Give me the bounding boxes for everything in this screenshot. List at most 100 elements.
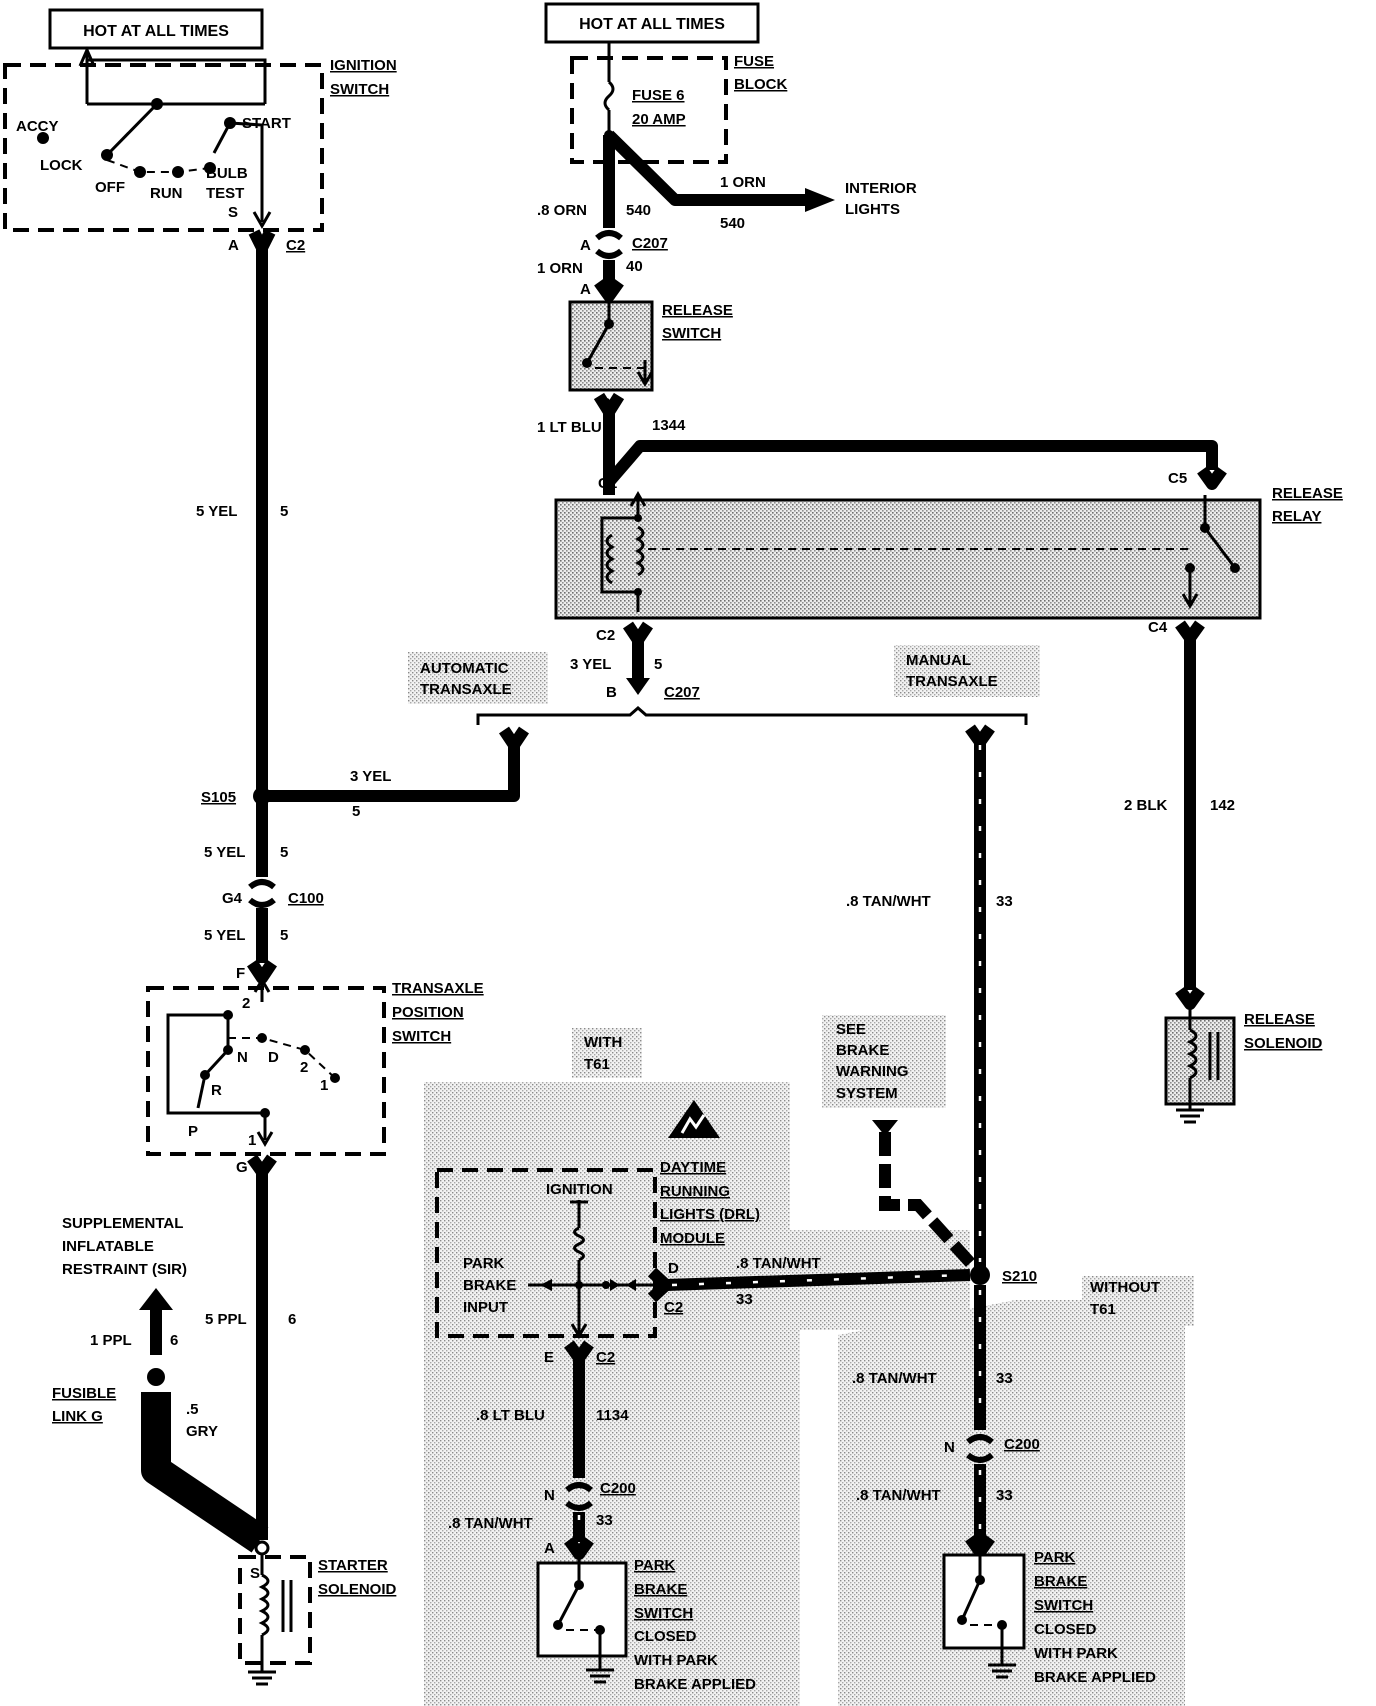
interior-lights-wire bbox=[604, 130, 810, 206]
lower-right-wire2-color: .8 TAN/WHT bbox=[856, 1487, 941, 1504]
yel5c-color: 5 YEL bbox=[204, 927, 245, 944]
svg-text:D: D bbox=[268, 1049, 279, 1066]
with-t61-2: T61 bbox=[584, 1056, 610, 1073]
c207-pin-a: A bbox=[580, 237, 591, 254]
lower-left-wire2-circuit: 33 bbox=[596, 1512, 613, 1529]
svg-text:2: 2 bbox=[300, 1059, 308, 1076]
svg-text:2: 2 bbox=[242, 995, 250, 1012]
lower-left-wire1-color: .8 LT BLU bbox=[476, 1407, 545, 1424]
svg-text:HOT AT ALL TIMES: HOT AT ALL TIMES bbox=[83, 23, 229, 40]
svg-text:DAYTIME: DAYTIME bbox=[660, 1159, 726, 1176]
drl-tanwht-stripe bbox=[671, 1273, 965, 1287]
svg-text:IGNITION: IGNITION bbox=[330, 57, 397, 74]
automatic-label-2: TRANSAXLE bbox=[420, 681, 512, 698]
svg-text:BRAKE: BRAKE bbox=[463, 1277, 516, 1294]
park-brake-switch-right: PARK BRAKE SWITCH CLOSED WITH PARK BRAKE… bbox=[942, 1549, 1156, 1686]
sir-wire-circuit: 6 bbox=[170, 1332, 178, 1349]
automatic-transaxle-bg bbox=[408, 652, 548, 704]
see-brake-warning-bg bbox=[822, 1015, 946, 1108]
yel3-wire bbox=[262, 740, 520, 802]
yel5-color: 5 YEL bbox=[196, 503, 237, 520]
drl-esd-icon bbox=[668, 1100, 720, 1138]
svg-text:PARK: PARK bbox=[463, 1255, 505, 1272]
c200-left-connector bbox=[565, 1482, 593, 1511]
c200-left-pin: N bbox=[544, 1487, 555, 1504]
manual-wire-color: .8 TAN/WHT bbox=[846, 893, 931, 910]
lower-left-wire1-circuit: 1134 bbox=[596, 1407, 629, 1424]
svg-text:RESTRAINT (SIR): RESTRAINT (SIR) bbox=[62, 1261, 187, 1278]
sir-wire-color: 1 PPL bbox=[90, 1332, 132, 1349]
lower-right-wire1-color: .8 TAN/WHT bbox=[852, 1370, 937, 1387]
s105-label: S105 bbox=[201, 789, 236, 806]
c207b-label: C207 bbox=[664, 684, 700, 701]
c207-wire-in-color: .8 ORN bbox=[537, 202, 587, 219]
manual-wire-circuit: 33 bbox=[996, 893, 1013, 910]
manual-label-1: MANUAL bbox=[906, 652, 971, 669]
svg-text:WITH PARK: WITH PARK bbox=[634, 1652, 718, 1669]
relay-yel-circuit: 5 bbox=[654, 656, 662, 673]
svg-text:SOLENOID: SOLENOID bbox=[318, 1581, 397, 1598]
c207-wire-out-color: 1 ORN bbox=[537, 260, 583, 277]
release-relay: RELEASE RELAY bbox=[554, 485, 1343, 620]
c200-right-connector bbox=[966, 1434, 994, 1463]
drl-wire-circuit: 33 bbox=[736, 1291, 753, 1308]
relay-yel-arrow bbox=[626, 678, 650, 695]
ignition-switch: ACCY LOCK OFF RUN BULB TEST START S IGNI… bbox=[3, 46, 397, 232]
pin-f-connector bbox=[247, 959, 277, 984]
c200-right-pin: N bbox=[944, 1439, 955, 1456]
with-t61-1: WITH bbox=[584, 1034, 622, 1051]
c5-connector bbox=[1197, 466, 1227, 490]
automatic-label-1: AUTOMATIC bbox=[420, 660, 509, 677]
lower-left-pin-a: A bbox=[544, 1540, 555, 1557]
c5-feed-wire bbox=[604, 440, 1218, 486]
svg-text:PARK: PARK bbox=[1034, 1549, 1076, 1566]
sir-arrow bbox=[139, 1288, 173, 1310]
s210-label: S210 bbox=[1002, 1268, 1037, 1285]
svg-text:WITH PARK: WITH PARK bbox=[1034, 1645, 1118, 1662]
svg-text:PARK: PARK bbox=[634, 1557, 676, 1574]
svg-text:FUSE 6: FUSE 6 bbox=[632, 87, 685, 104]
fusible-label-1: FUSIBLE bbox=[52, 1385, 116, 1402]
release-switch: RELEASE SWITCH bbox=[568, 296, 733, 392]
interior-lights-arrow bbox=[805, 188, 835, 212]
g4-label: G4 bbox=[222, 890, 243, 907]
manual-label-2: TRANSAXLE bbox=[906, 673, 998, 690]
lt-blu-circuit: 1344 bbox=[652, 417, 686, 434]
c207-wire-out-circuit: 40 bbox=[626, 258, 643, 275]
c200-left-label: C200 bbox=[600, 1480, 636, 1497]
svg-text:SYSTEM: SYSTEM bbox=[836, 1085, 898, 1102]
c207-pin-a2: A bbox=[580, 281, 591, 298]
svg-text:BRAKE APPLIED: BRAKE APPLIED bbox=[1034, 1669, 1156, 1686]
svg-text:20 AMP: 20 AMP bbox=[632, 111, 686, 128]
ign-pin-a: A bbox=[228, 237, 239, 254]
brake-warning-connector bbox=[872, 1120, 898, 1136]
park-brake-switch-left: PARK BRAKE SWITCH CLOSED WITH PARK BRAKE… bbox=[536, 1554, 756, 1693]
fusible-link-end bbox=[147, 1368, 165, 1386]
transaxle-brace bbox=[476, 706, 1028, 725]
svg-text:N: N bbox=[237, 1049, 248, 1066]
drl-module: IGNITION PARK BRAKE INPUT DAYTIME RUNNIN… bbox=[435, 1159, 760, 1339]
release-solenoid-connector bbox=[1175, 986, 1205, 1010]
svg-text:P: P bbox=[188, 1123, 198, 1140]
svg-text:IGNITION: IGNITION bbox=[546, 1181, 613, 1198]
svg-text:POSITION: POSITION bbox=[392, 1004, 464, 1021]
left-wire-yel bbox=[248, 229, 276, 1540]
svg-text:LOCK: LOCK bbox=[40, 157, 83, 174]
svg-text:S: S bbox=[250, 1565, 260, 1582]
fusible-color: GRY bbox=[186, 1423, 218, 1440]
svg-text:BRAKE APPLIED: BRAKE APPLIED bbox=[634, 1676, 756, 1693]
without-t61-region bbox=[838, 1300, 1185, 1706]
fuse-block: FUSE 6 20 AMP FUSE BLOCK bbox=[570, 42, 787, 164]
with-t61-region bbox=[424, 1082, 970, 1706]
with-t61-label-bg bbox=[572, 1028, 642, 1078]
yel5b-color: 5 YEL bbox=[204, 844, 245, 861]
svg-text:BLOCK: BLOCK bbox=[734, 76, 787, 93]
drl-wire-color: .8 TAN/WHT bbox=[736, 1255, 821, 1272]
drl-c2: C2 bbox=[664, 1299, 683, 1316]
svg-text:SWITCH: SWITCH bbox=[662, 325, 721, 342]
fusible-size: .5 bbox=[186, 1401, 199, 1418]
yel5c-circuit: 5 bbox=[280, 927, 288, 944]
ppl-color: 5 PPL bbox=[205, 1311, 247, 1328]
interior-lights-label-2: LIGHTS bbox=[845, 201, 900, 218]
